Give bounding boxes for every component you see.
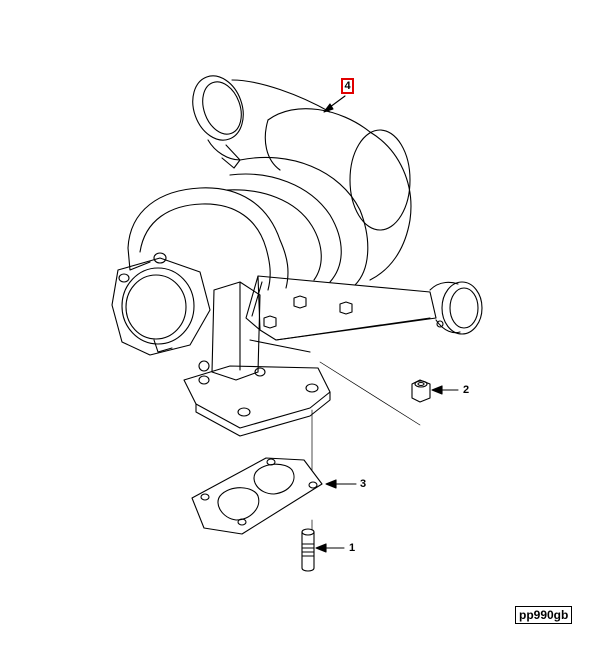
turbine-housing: [127, 187, 289, 291]
callout-3-label: 3: [360, 478, 367, 490]
callout-1-label: 1: [349, 542, 356, 554]
nut-part-2: [411, 379, 431, 403]
turbine-inlet-mount: [183, 281, 331, 437]
turbine-outlet-flange: [111, 252, 211, 372]
reference-code: pp990gb: [515, 606, 573, 624]
stud-part-1: [301, 528, 315, 572]
callout-arrows: [315, 95, 459, 553]
actuator-canister: [429, 281, 483, 335]
callout-4-label: 4: [344, 80, 351, 92]
gasket-part-3: [191, 457, 323, 535]
compressor-inlet-pipe: [192, 75, 331, 169]
alignment-lines: [311, 361, 421, 531]
compressor-housing: [225, 108, 412, 286]
callout-4-box: 4: [341, 78, 354, 94]
actuator-bracket: [245, 275, 437, 353]
callout-2-label: 2: [463, 384, 470, 396]
